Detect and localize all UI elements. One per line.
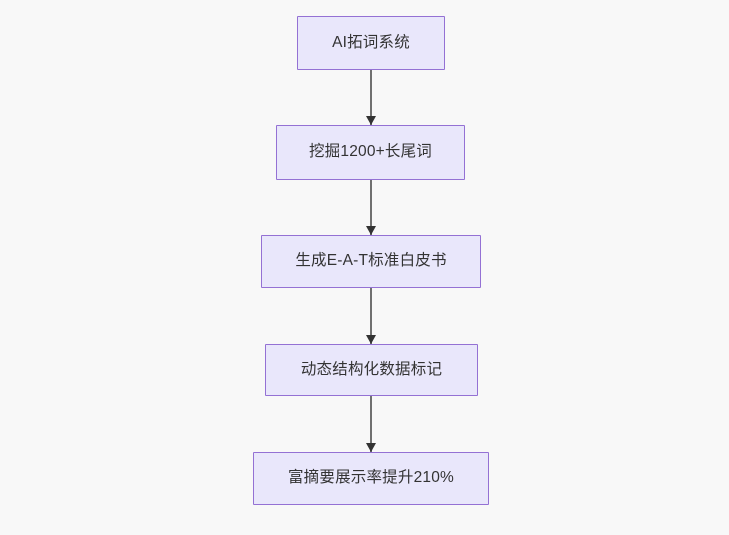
flow-node-dynamic-structured-data-markup[interactable]: 动态结构化数据标记 xyxy=(265,344,478,396)
edge-line xyxy=(370,288,372,344)
edge-line xyxy=(370,180,372,235)
flow-node-label: 富摘要展示率提升210% xyxy=(287,469,455,487)
flow-node-ai-keyword-system[interactable]: AI拓词系统 xyxy=(297,16,445,70)
flow-node-generate-eat-whitepaper[interactable]: 生成E-A-T标准白皮书 xyxy=(261,235,481,288)
flow-node-label: AI拓词系统 xyxy=(332,33,410,51)
arrow-down-icon xyxy=(366,443,376,452)
flow-node-rich-snippet-rate-increase[interactable]: 富摘要展示率提升210% xyxy=(253,452,489,505)
arrow-down-icon xyxy=(366,116,376,125)
flow-node-label: 挖掘1200+长尾词 xyxy=(308,143,433,161)
edge-line xyxy=(370,396,372,452)
edge-line xyxy=(370,70,372,125)
arrow-down-icon xyxy=(366,226,376,235)
arrow-down-icon xyxy=(366,335,376,344)
flow-node-mine-longtail-keywords[interactable]: 挖掘1200+长尾词 xyxy=(276,125,465,180)
flow-node-label: 动态结构化数据标记 xyxy=(300,360,443,378)
flow-node-label: 生成E-A-T标准白皮书 xyxy=(295,252,447,270)
